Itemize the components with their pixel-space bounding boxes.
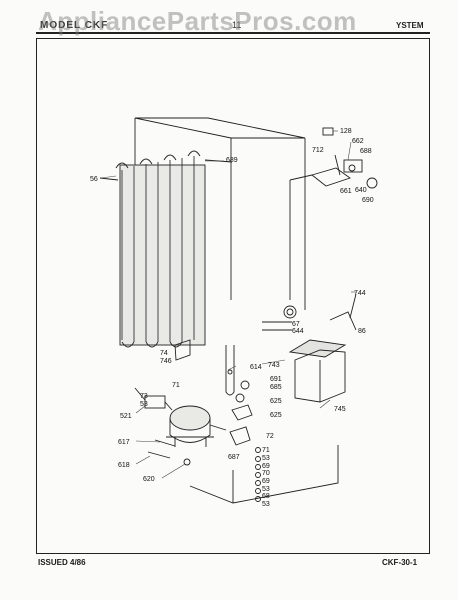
- drier: [134, 387, 173, 411]
- mount-hardware: [147, 439, 191, 466]
- part-callout-712: 712: [312, 147, 324, 154]
- part-callout-662: 662: [352, 138, 364, 145]
- part-callout-53: 53: [262, 501, 270, 508]
- part-callout-70: 70: [262, 470, 270, 477]
- capillary-coil: [262, 305, 297, 331]
- part-callout-73: 73: [140, 393, 148, 400]
- part-callout-614: 614: [250, 364, 262, 371]
- footer-issued: ISSUED 4/86: [38, 558, 86, 567]
- defrost-heater: [225, 345, 235, 396]
- hardware-stack: [255, 447, 261, 502]
- part-callout-690: 690: [362, 197, 374, 204]
- condenser-coil: [99, 150, 233, 348]
- part-callout-746: 746: [160, 358, 172, 365]
- part-callout-68: 68: [262, 493, 270, 500]
- footer-code: CKF-30-1: [382, 558, 418, 567]
- part-callout-71: 71: [172, 382, 180, 389]
- part-callout-688: 688: [360, 148, 372, 155]
- part-callout-67: 67: [292, 321, 300, 328]
- part-callout-72: 72: [266, 433, 274, 440]
- bracket: [174, 339, 191, 361]
- overload-protector: [231, 404, 253, 421]
- part-callout-53: 53: [262, 486, 270, 493]
- part-callout-74: 74: [160, 350, 168, 357]
- part-callout-640: 640: [355, 187, 367, 194]
- thermostat-assembly: [289, 127, 378, 300]
- part-callout-620: 620: [143, 476, 155, 483]
- part-callout-69: 69: [262, 463, 270, 470]
- part-callout-687: 687: [228, 454, 240, 461]
- mounting-clip: [229, 426, 251, 446]
- part-callout-744: 744: [354, 290, 366, 297]
- header-model: MODEL CKF: [40, 20, 109, 31]
- part-callout-618: 618: [118, 462, 130, 469]
- part-callout-661: 661: [340, 188, 352, 195]
- part-callout-53: 53: [262, 455, 270, 462]
- part-callout-86: 86: [358, 328, 366, 335]
- part-callout-644: 644: [292, 328, 304, 335]
- header-rule: [36, 32, 430, 34]
- part-callout-625: 625: [270, 398, 282, 405]
- part-callout-69: 69: [262, 478, 270, 485]
- part-callout-689: 689: [226, 157, 238, 164]
- part-callout-625: 625: [270, 412, 282, 419]
- header-section: YSTEM: [396, 21, 424, 30]
- part-callout-745: 745: [334, 406, 346, 413]
- part-callout-71: 71: [262, 447, 270, 454]
- part-callout-128: 128: [340, 128, 352, 135]
- part-callout-521: 521: [120, 413, 132, 420]
- leader-lines: [100, 130, 356, 479]
- part-callout-685: 685: [270, 384, 282, 391]
- part-callout-53: 53: [140, 401, 148, 408]
- diagram-frame: [36, 38, 430, 554]
- header-page: 11: [232, 20, 242, 30]
- compressor: [166, 405, 227, 447]
- part-callout-691: 691: [270, 376, 282, 383]
- drip-pan-assembly: [288, 293, 357, 403]
- watermark: AppliancePartsPros.com: [38, 6, 357, 36]
- part-callout-743: 743: [268, 362, 280, 369]
- relay: [235, 380, 250, 403]
- part-callout-56: 56: [90, 176, 98, 183]
- part-callout-617: 617: [118, 439, 130, 446]
